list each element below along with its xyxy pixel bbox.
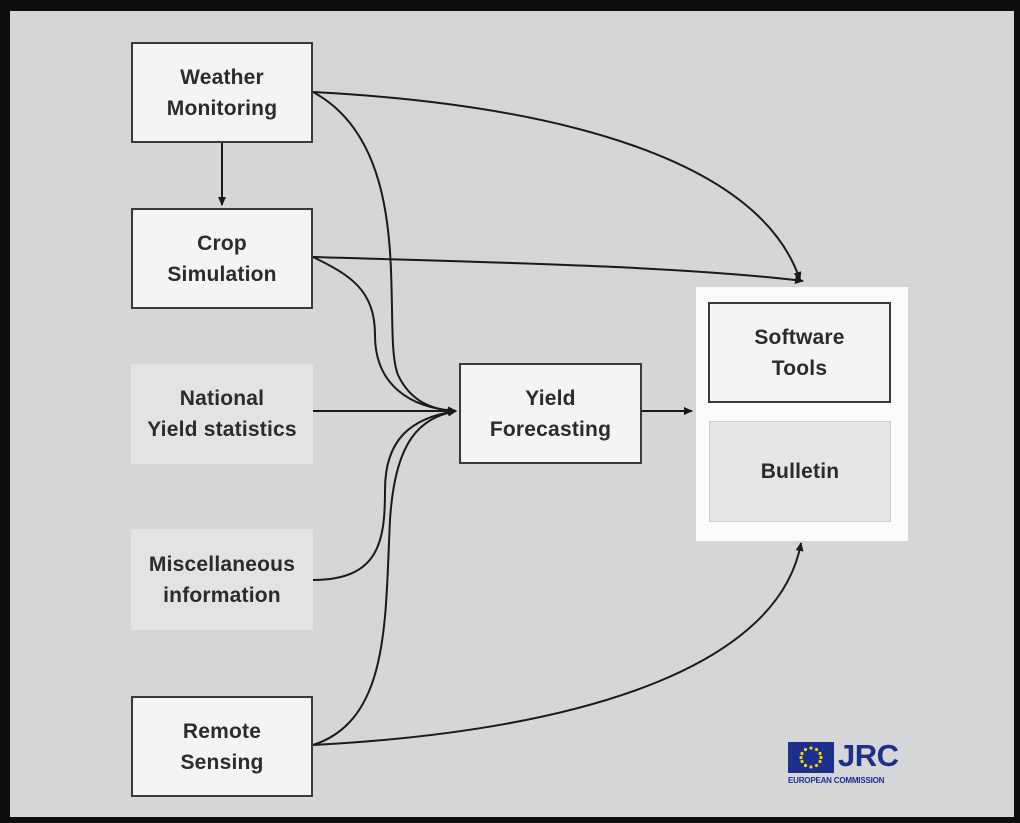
edge-crop-to-yield: [312, 256, 457, 415]
edge-crop-to-software: [312, 256, 804, 285]
node-remote-sensing: Remote Sensing: [131, 696, 313, 797]
node-national-yield-line1: National: [179, 387, 265, 410]
node-misc-line1: Miscellaneous: [148, 552, 296, 576]
node-crop-simulation-line1: Crop: [197, 231, 247, 255]
eu-flag-icon: [788, 742, 834, 773]
edge-remote-to-bulletin: [312, 542, 804, 746]
node-miscellaneous-information: Miscellaneous information: [131, 529, 313, 630]
edge-misc-to-yield: [312, 408, 457, 581]
node-yield-forecasting-line1: Yield: [525, 386, 576, 410]
edge-weather-to-software: [312, 91, 802, 281]
node-yield-forecasting: Yield Forecasting: [459, 363, 642, 464]
node-crop-simulation: Crop Simulation: [131, 208, 313, 309]
node-weather-monitoring-line2: Monitoring: [166, 96, 278, 120]
jrc-logo: JRC EUROPEAN COMMISSION: [788, 738, 908, 790]
node-misc-line2: information: [163, 583, 281, 607]
node-bulletin: Bulletin: [709, 421, 891, 522]
node-software-tools-line2: Tools: [771, 356, 828, 380]
node-remote-sensing-line1: Remote: [182, 719, 262, 743]
node-national-yield-statistics: National Yield statistics: [131, 364, 313, 464]
node-national-yield-line2: Yield statistics: [147, 418, 297, 441]
edge-weather-to-yield: [312, 91, 457, 415]
node-bulletin-label: Bulletin: [760, 460, 840, 483]
jrc-logo-text: JRC: [838, 738, 899, 773]
node-crop-simulation-line2: Simulation: [167, 262, 277, 286]
jrc-logo-subtitle: EUROPEAN COMMISSION: [788, 776, 885, 785]
node-yield-forecasting-line2: Forecasting: [489, 417, 612, 441]
edge-remote-to-yield: [312, 408, 457, 746]
node-weather-monitoring: Weather Monitoring: [131, 42, 313, 143]
node-remote-sensing-line2: Sensing: [180, 750, 264, 774]
node-weather-monitoring-line1: Weather: [180, 65, 264, 89]
node-software-tools: Software Tools: [708, 302, 891, 403]
node-software-tools-line1: Software: [754, 325, 845, 349]
